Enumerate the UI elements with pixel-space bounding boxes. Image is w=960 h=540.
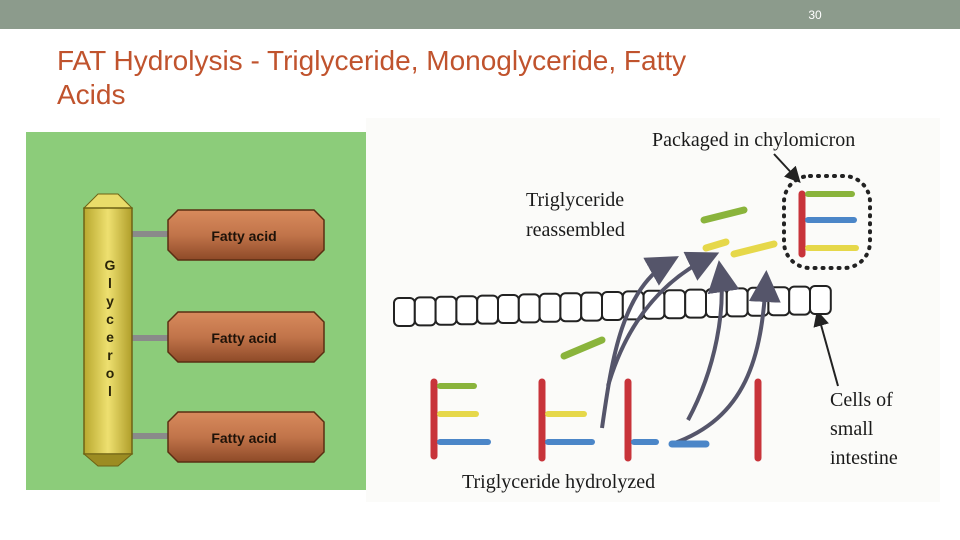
- absorption-arrow: [600, 256, 679, 429]
- label-triglyceride-hydrolyzed: Triglyceride hydrolyzed: [462, 471, 655, 493]
- intestinal-cell: [642, 289, 666, 320]
- slide-title-line-2: Acids: [57, 79, 126, 110]
- glycerol-letter: y: [106, 293, 114, 309]
- glycerol-letter: o: [106, 365, 115, 381]
- slide-title: FAT Hydrolysis - Triglyceride, Monoglyce…: [57, 44, 877, 112]
- intestinal-cells-row: [393, 285, 832, 327]
- intestinal-cell: [476, 294, 499, 325]
- glycerol-letter: r: [107, 347, 113, 363]
- glycerol-letter: l: [108, 275, 112, 291]
- intestinal-cell: [517, 293, 541, 324]
- fatty-acid-block: Fatty acid: [167, 311, 325, 363]
- fatty-acid-fragment: [560, 336, 606, 360]
- label-cells-of-small-intestine-1: Cells of: [830, 389, 893, 411]
- fatty-acid-fragment: [730, 240, 778, 258]
- glycerol-letter: l: [108, 383, 112, 399]
- intestinal-cell: [580, 291, 603, 322]
- intestinal-cell: [809, 285, 832, 315]
- connector-bar: [130, 433, 170, 439]
- fatty-acid-label: Fatty acid: [211, 228, 276, 244]
- intestinal-cell: [767, 286, 791, 317]
- intestinal-cell: [538, 292, 562, 323]
- chylomicron-boundary: [782, 174, 872, 270]
- intestinal-cell: [684, 288, 708, 319]
- label-packaged-in-chylomicron: Packaged in chylomicron: [652, 129, 855, 151]
- intestinal-cell: [601, 291, 624, 321]
- glycerol-letter: c: [106, 311, 114, 327]
- intestinal-cell: [393, 297, 416, 327]
- diglyceride: [538, 378, 595, 462]
- label-cells-of-small-intestine-3: intestine: [830, 447, 898, 469]
- fatty-acid-label: Fatty acid: [211, 330, 276, 346]
- fat-absorption-diagram: Packaged in chylomicron Triglyceride rea…: [366, 118, 940, 502]
- connector-bar: [130, 231, 170, 237]
- absorption-arrow: [671, 270, 781, 446]
- intestinal-cell: [434, 295, 458, 326]
- fatty-acid-fragment: [700, 206, 748, 224]
- intestinal-cell: [455, 295, 479, 326]
- intact-triglyceride: [430, 378, 491, 460]
- label-triglyceride-reassembled-1: Triglyceride: [526, 189, 624, 211]
- fatty-acid-label: Fatty acid: [211, 430, 276, 446]
- fatty-acid-fragment: [702, 238, 730, 252]
- connector-bar: [130, 335, 170, 341]
- intestinal-cell: [413, 296, 437, 327]
- slide-number: 30: [808, 8, 822, 22]
- intestinal-cell: [788, 285, 812, 316]
- fatty-acid-block: Fatty acid: [167, 411, 325, 463]
- glycerol-letter: G: [105, 257, 116, 273]
- intestinal-cell: [559, 292, 583, 323]
- intestinal-cell: [663, 289, 687, 320]
- glycerol-letter: e: [106, 329, 114, 345]
- slide-title-line-1: FAT Hydrolysis - Triglyceride, Monoglyce…: [57, 45, 687, 76]
- label-triglyceride-reassembled-2: reassembled: [526, 219, 625, 241]
- intestinal-cell: [497, 294, 520, 324]
- chylomicron-triglyceride: [798, 190, 859, 258]
- fatty-acid-block: Fatty acid: [167, 209, 325, 261]
- absorption-arrow: [606, 251, 720, 387]
- intestinal-cell: [725, 287, 749, 318]
- monoglyceride: [624, 378, 659, 462]
- absorption-arrow: [686, 260, 740, 421]
- pointer-line: [773, 153, 801, 183]
- pointer-line: [813, 310, 839, 387]
- top-bar: 30: [0, 0, 960, 29]
- label-cells-of-small-intestine-2: small: [830, 418, 874, 440]
- glycerol-block: [82, 193, 134, 467]
